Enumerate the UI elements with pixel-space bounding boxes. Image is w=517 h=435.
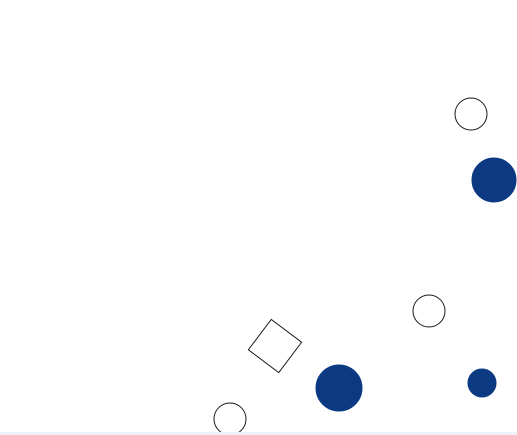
outline-circle (412, 294, 446, 328)
outline-square (247, 318, 303, 374)
outline-circle (213, 402, 247, 435)
outline-circle (454, 97, 488, 131)
filled-circle (471, 157, 517, 203)
bottom-band (0, 432, 517, 435)
filled-circle (467, 368, 497, 398)
filled-circle (315, 364, 363, 412)
